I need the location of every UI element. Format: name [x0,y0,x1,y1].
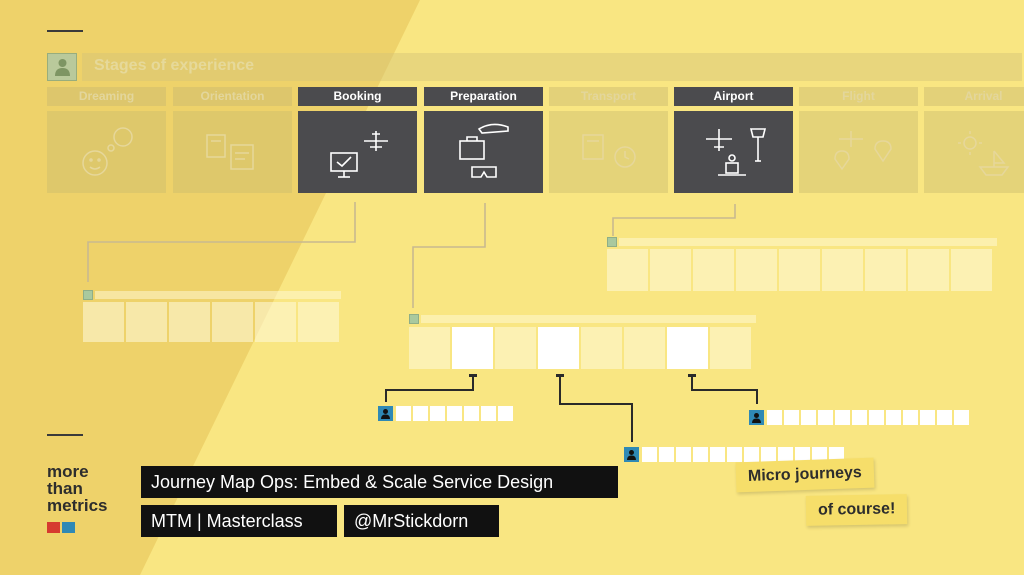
top-rule [47,30,83,32]
journey-cell [650,249,691,291]
author-handle-banner: @MrStickdorn [344,505,499,537]
stage-label-arrival[interactable]: Arrival [924,87,1024,106]
micro-journey-row-3 [642,447,844,462]
preparation-journey-cells [409,327,751,369]
stage-card-airport[interactable] [674,111,793,193]
stage-label-preparation[interactable]: Preparation [424,87,543,106]
person-icon [627,450,636,460]
persona-avatar [47,53,77,81]
journey-cell-highlighted[interactable] [538,327,579,369]
stage-label-flight[interactable]: Flight [799,87,918,106]
journey-cell [908,249,949,291]
luggage-icon [459,123,509,178]
person-icon [752,413,761,423]
journey-cell [298,302,339,342]
person-icon [55,59,70,76]
arrival-icon [958,131,1010,176]
journey-cell [255,302,296,342]
airport-journey-marker [607,237,617,247]
preparation-journey-marker [409,314,419,324]
journey-cell-highlighted[interactable] [452,327,493,369]
journey-cell [951,249,992,291]
micro-journey-row-1 [396,406,513,421]
logo-badge-blue-icon [62,522,75,533]
journey-cell [495,327,536,369]
micro-journey-person-3 [624,447,639,462]
journey-cell [212,302,253,342]
flight-icon [834,131,892,171]
journey-cell [409,327,450,369]
of-course-note: of course! [805,494,908,526]
journey-cell [169,302,210,342]
notes-icon [206,134,254,170]
journey-cell [710,327,751,369]
stage-card-transport[interactable] [549,111,668,193]
journey-cell [126,302,167,342]
journey-cell [865,249,906,291]
micro-journey-row-2 [767,410,969,425]
booking-icon [330,131,388,178]
preparation-journey-header [421,315,756,323]
stage-card-booking[interactable] [298,111,417,193]
journey-cell [624,327,665,369]
stages-title-bar: Stages of experience [82,53,1022,81]
transport-icon [582,134,636,168]
booking-journey-marker [83,290,93,300]
masterclass-subtitle-banner: MTM | Masterclass [141,505,337,537]
journey-cell [83,302,124,342]
stage-label-booking[interactable]: Booking [298,87,417,106]
logo-badges [47,522,75,533]
booking-journey-header [95,291,341,299]
stage-card-dreaming[interactable] [47,111,166,193]
booking-journey-cells [83,302,339,342]
masterclass-title-banner: Journey Map Ops: Embed & Scale Service D… [141,466,618,498]
more-than-metrics-logo: more than metrics [47,462,108,515]
stage-card-flight[interactable] [799,111,918,193]
dream-icon [82,127,133,176]
stages-title: Stages of experience [94,57,255,74]
stage-label-airport[interactable]: Airport [674,87,793,106]
airport-journey-cells [607,249,992,291]
stage-card-preparation[interactable] [424,111,543,193]
stage-label-transport[interactable]: Transport [549,87,668,106]
stage-label-dreaming[interactable]: Dreaming [47,87,166,106]
micro-journey-person-2 [749,410,764,425]
bottom-rule [47,434,83,436]
stage-label-orientation[interactable]: Orientation [173,87,292,106]
micro-journey-person-1 [378,406,393,421]
micro-journeys-note: Micro journeys [735,457,875,493]
person-icon [381,409,390,419]
journey-cell [779,249,820,291]
stage-card-orientation[interactable] [173,111,292,193]
journey-cell [693,249,734,291]
journey-cell [607,249,648,291]
stage-card-arrival[interactable] [924,111,1024,193]
airport-journey-header [619,238,997,246]
logo-badge-red-icon [47,522,60,533]
airport-icon [706,128,767,176]
journey-cell [736,249,777,291]
journey-cell-highlighted[interactable] [667,327,708,369]
journey-cell [822,249,863,291]
journey-cell [581,327,622,369]
